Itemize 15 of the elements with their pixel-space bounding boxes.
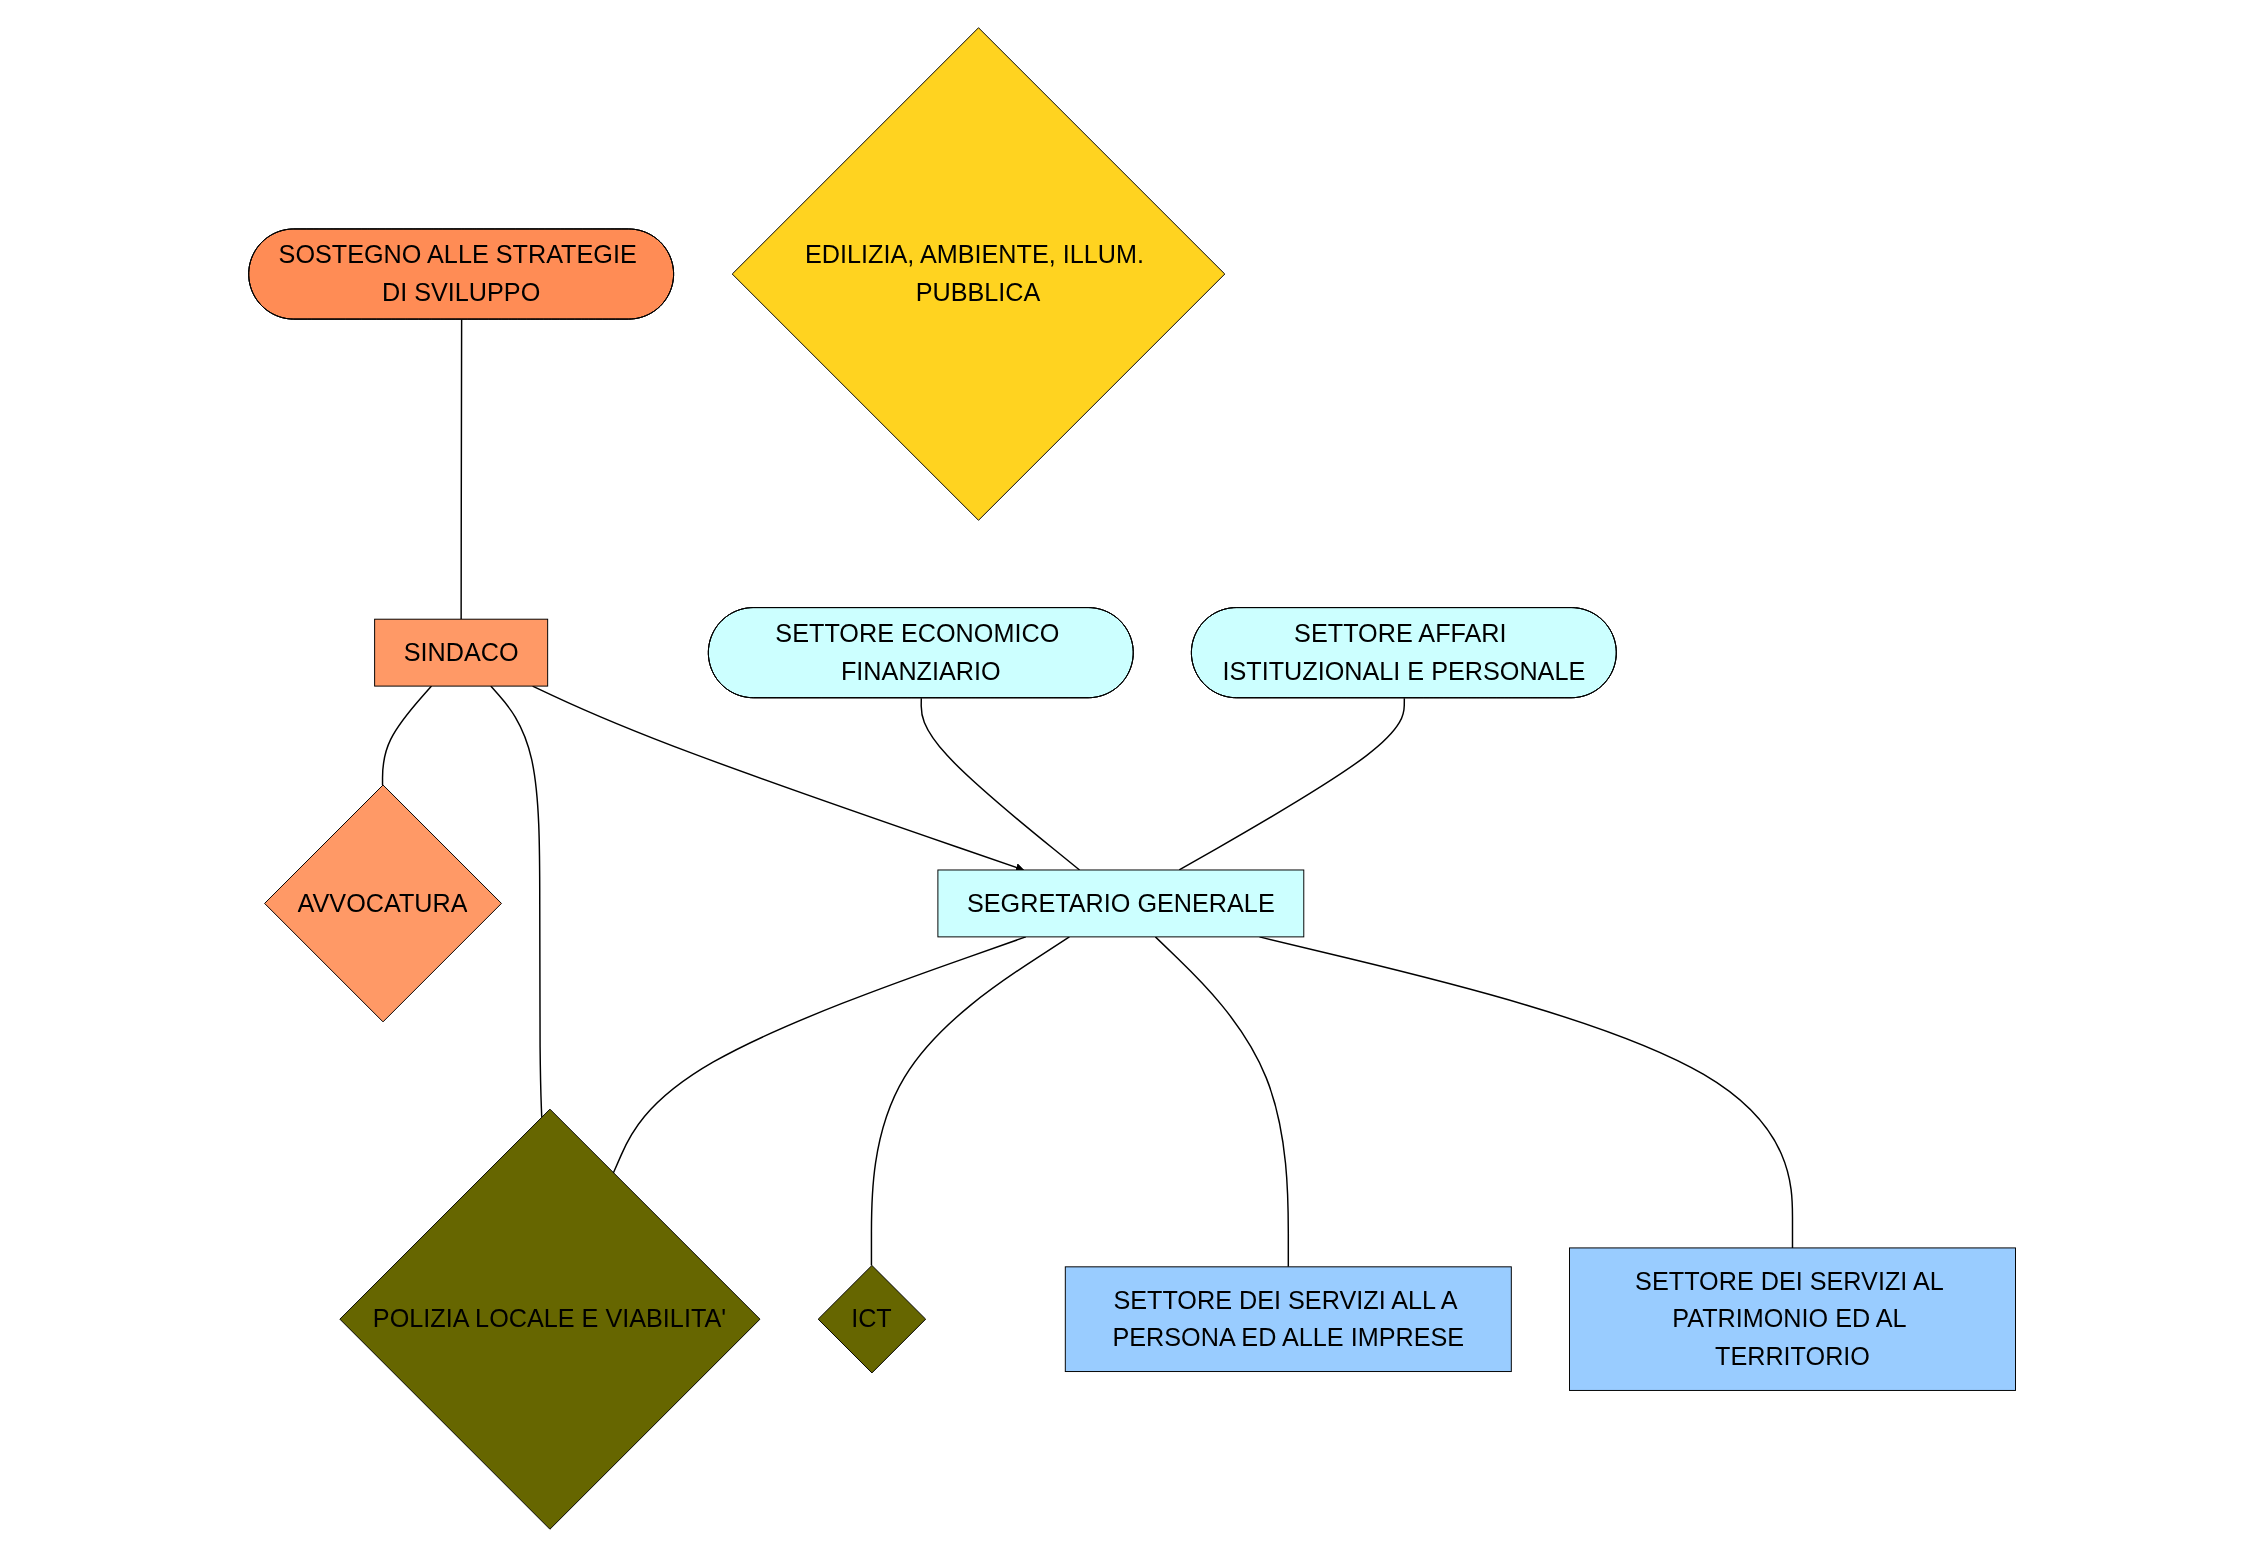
connector — [490, 685, 543, 1118]
node-diamond: AVVOCATURA — [264, 784, 503, 1023]
node-box: SETTORE DEI SERVIZI AL PATRIMONIO ED AL TERRITORIO — [1569, 1247, 2017, 1391]
node-diamond: POLIZIA LOCALE E VIABILITA' — [339, 1108, 761, 1530]
connector — [460, 318, 463, 620]
connector — [382, 685, 433, 786]
connector — [871, 936, 1071, 1267]
node-box: SEGRETARIO GENERALE — [937, 869, 1305, 938]
node-box: SETTORE DEI SERVIZI ALL A PERSONA ED ALLE IMPRESE — [1065, 1266, 1513, 1373]
connector — [1178, 697, 1406, 871]
node-diamond: ICT — [818, 1264, 927, 1374]
connector — [920, 697, 1081, 871]
node-diamond: EDILIZIA, AMBIENTE, ILLUM. PUBBLICA — [732, 27, 1226, 521]
node-box: SINDACO — [374, 618, 549, 687]
connector — [1155, 936, 1290, 1268]
